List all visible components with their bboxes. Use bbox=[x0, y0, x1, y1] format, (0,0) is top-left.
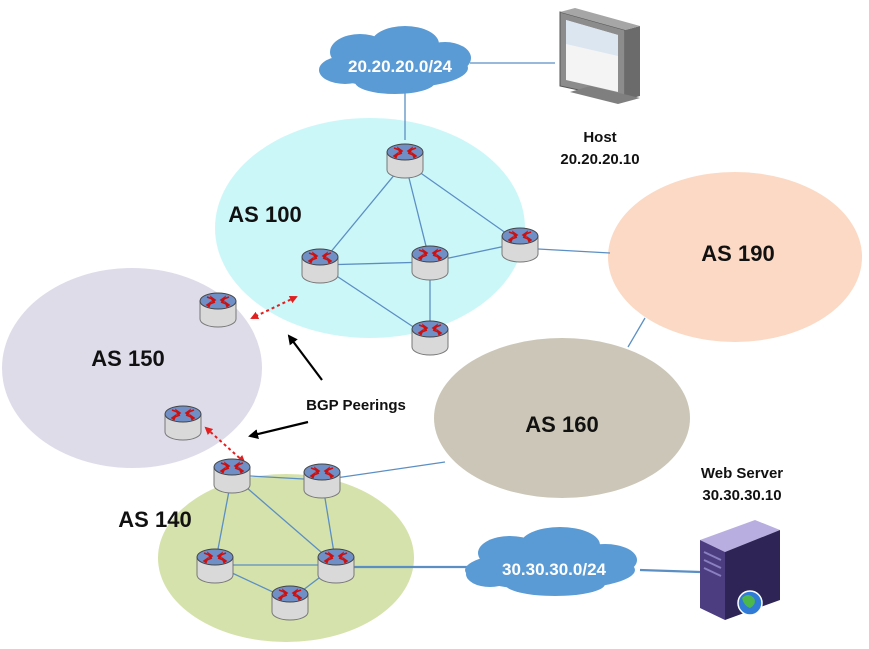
host-ip: 20.20.20.10 bbox=[560, 151, 639, 168]
router-icon[interactable] bbox=[199, 292, 237, 328]
router-icon[interactable] bbox=[411, 245, 449, 281]
router-icon[interactable] bbox=[303, 463, 341, 499]
router-icon[interactable] bbox=[411, 320, 449, 356]
server-tower-icon[interactable] bbox=[700, 520, 780, 620]
as160-region bbox=[434, 338, 690, 498]
as100-region bbox=[215, 118, 525, 338]
peering-as100-as150 bbox=[250, 295, 298, 320]
router-icon[interactable] bbox=[271, 585, 309, 621]
cloud-label-net30: 30.30.30.0/24 bbox=[502, 560, 607, 579]
cloud-label-net20: 20.20.20.0/24 bbox=[348, 57, 453, 76]
router-icon[interactable] bbox=[164, 405, 202, 441]
bgp-label-arrows bbox=[248, 334, 323, 439]
as150-label: AS 150 bbox=[91, 346, 164, 371]
as160-label: AS 160 bbox=[525, 412, 598, 437]
bgp-peering-links bbox=[204, 295, 298, 464]
router-icon[interactable] bbox=[317, 548, 355, 584]
desktop-monitor-icon[interactable] bbox=[559, 8, 640, 104]
router-icon[interactable] bbox=[196, 548, 234, 584]
as100-label: AS 100 bbox=[228, 202, 301, 227]
peering-as150-as140 bbox=[204, 426, 246, 464]
router-icon[interactable] bbox=[386, 143, 424, 179]
router-icon[interactable] bbox=[501, 227, 539, 263]
host-title: Host bbox=[583, 129, 616, 146]
web-server-ip: 30.30.30.10 bbox=[702, 487, 781, 504]
cloud-30-30-30-0: 30.30.30.0/24 bbox=[465, 527, 637, 596]
as190-label: AS 190 bbox=[701, 241, 774, 266]
router-icon[interactable] bbox=[213, 458, 251, 494]
cloud-20-20-20-0: 20.20.20.0/24 bbox=[319, 26, 471, 94]
as140-region bbox=[158, 474, 414, 642]
as190-region bbox=[608, 172, 862, 342]
as140-label: AS 140 bbox=[118, 507, 191, 532]
router-icon[interactable] bbox=[301, 248, 339, 284]
web-server-title: Web Server bbox=[701, 465, 783, 482]
bgp-peerings-label: BGP Peerings bbox=[306, 397, 406, 414]
